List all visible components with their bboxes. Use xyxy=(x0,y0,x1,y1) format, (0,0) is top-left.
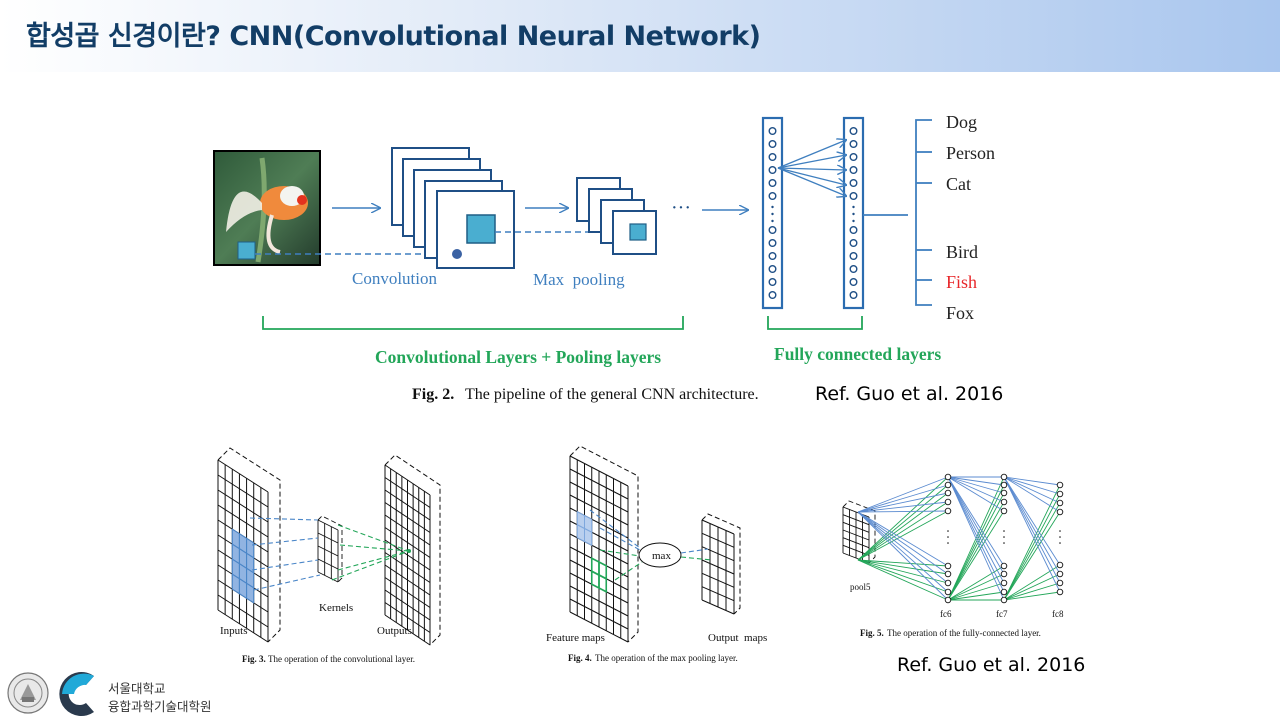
label-max: max xyxy=(652,550,671,562)
label-output-maps: Output maps xyxy=(708,632,767,644)
class-label-person: Person xyxy=(946,143,995,163)
label-conv-pool-layers: Convolutional Layers + Pooling layers xyxy=(375,347,661,367)
label-outputs: Outputs xyxy=(377,625,412,637)
label-convolution: Convolution xyxy=(352,269,438,288)
fully-connected-diagram: pool5 fc6 fc7 fc8 Fig. 5. The operation … xyxy=(842,473,1064,638)
output-bracket xyxy=(863,119,932,306)
school-name: 융합과학기술대학원 xyxy=(108,699,212,714)
fully-connected-layer-2 xyxy=(842,116,865,310)
conv-layer-diagram: Inputs Kernels Outputs Fig. 3. The opera… xyxy=(217,447,441,664)
label-fc8: fc8 xyxy=(1052,609,1064,619)
class-label-bird: Bird xyxy=(946,242,978,262)
university-name: 서울대학교 xyxy=(108,681,166,696)
fig5-caption-text: The operation of the fully-connected lay… xyxy=(887,628,1041,638)
label-inputs: Inputs xyxy=(220,625,248,637)
ellipsis: ··· xyxy=(671,197,691,219)
class-label-dog: Dog xyxy=(946,112,977,132)
snu-emblem-icon xyxy=(7,672,49,714)
class-label-cat: Cat xyxy=(946,174,971,194)
gsc-logo-icon xyxy=(59,672,94,717)
slide-header xyxy=(0,0,1280,72)
class-label-fox: Fox xyxy=(946,303,974,323)
label-feature-maps: Feature maps xyxy=(546,632,605,644)
class-label-fish: Fish xyxy=(946,272,977,292)
label-max-pooling: Max pooling xyxy=(533,270,625,289)
max-pooling-diagram: max Feature maps Output maps Fig. 4. The… xyxy=(546,445,767,663)
pooling-feature-maps xyxy=(576,177,657,255)
label-pool5: pool5 xyxy=(850,582,871,592)
convolution-feature-maps xyxy=(391,147,515,269)
fig4-caption-bold: Fig. 4. xyxy=(568,653,592,663)
label-fc-layers: Fully connected layers xyxy=(774,344,941,364)
label-fc7: fc7 xyxy=(996,609,1008,619)
label-fc6: fc6 xyxy=(940,609,952,619)
slide-title: 합성곱 신경이란? CNN(Convolutional Neural Netwo… xyxy=(26,21,761,52)
fig2-reference: Ref. Guo et al. 2016 xyxy=(815,383,1004,405)
fig3-caption-text: The operation of the convolutional layer… xyxy=(268,654,415,664)
fig3-caption-bold: Fig. 3. xyxy=(242,654,266,664)
fig2-caption-bold: Fig. 2. xyxy=(412,386,454,403)
fig5-caption-bold: Fig. 5. xyxy=(860,628,884,638)
fig4-caption-text: The operation of the max pooling layer. xyxy=(595,653,738,663)
fig2-caption-text: The pipeline of the general CNN architec… xyxy=(465,386,759,403)
fig5-reference: Ref. Guo et al. 2016 xyxy=(897,654,1086,676)
fully-connected-layer-1 xyxy=(761,116,784,310)
label-kernels: Kernels xyxy=(319,602,353,614)
goldfish-image xyxy=(213,150,321,266)
